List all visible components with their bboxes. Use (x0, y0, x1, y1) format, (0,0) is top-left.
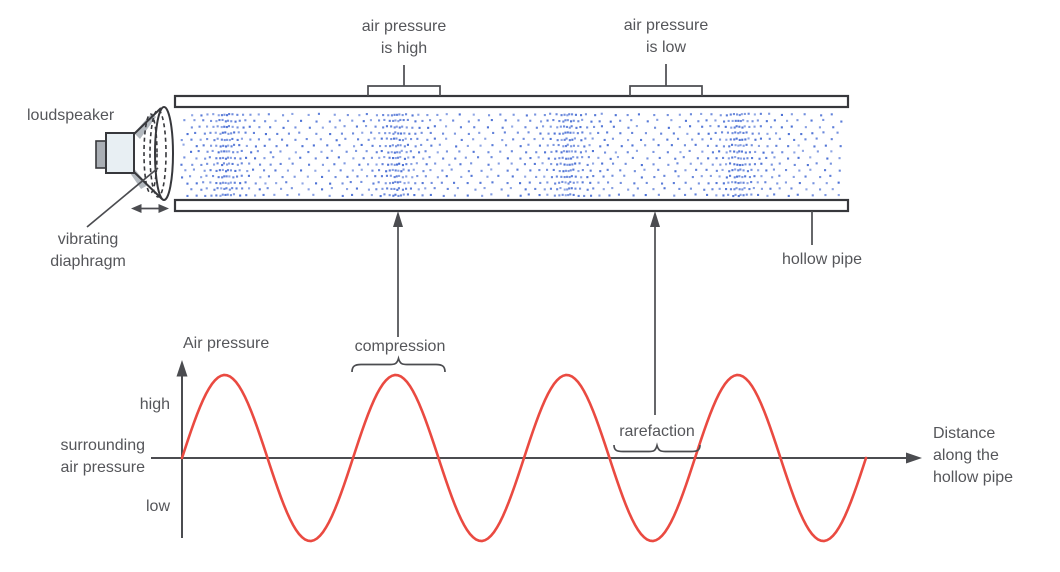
rarefaction-label: rarefaction (619, 423, 695, 440)
speaker-cone-top-edge (133, 107, 162, 135)
tick-label-low: low (146, 498, 170, 515)
compression-arrowhead (393, 211, 403, 227)
diaphragm-dashed-ellipse-2 (149, 109, 167, 198)
vibrating-diaphragm-label-line2: diaphragm (50, 253, 126, 270)
loudspeaker-label: loudspeaker (27, 107, 115, 124)
air-pressure-low-label-line1: air pressure (624, 17, 709, 34)
air-pressure-high-label-line2: is high (381, 40, 427, 57)
air-molecule-dots (180, 112, 843, 198)
rarefaction-brace (613, 442, 701, 453)
pressure-wave-curve (180, 373, 868, 543)
air-low-bracket (629, 64, 703, 96)
rarefaction-arrowhead (650, 211, 660, 227)
rarefaction-pointer-arrow (650, 211, 660, 415)
x-axis-title-line2: along the (933, 447, 999, 464)
vibration-arrow (131, 204, 169, 213)
speaker-cone-bottom-edge (133, 171, 163, 200)
hollow-pipe-label: hollow pipe (782, 251, 862, 268)
vibration-arrowhead-right (158, 204, 169, 213)
x-axis-title-line3: hollow pipe (933, 469, 1013, 486)
air-pressure-high-label-line1: air pressure (362, 18, 447, 35)
diaphragm-leader-line (86, 167, 159, 228)
speaker-cone-mouth (154, 106, 174, 201)
loudspeaker (95, 106, 174, 201)
pipe-top-wall (173, 94, 850, 109)
y-axis-title: Air pressure (183, 335, 269, 352)
speaker-magnet (95, 140, 107, 169)
compression-pointer-arrow (393, 211, 403, 337)
x-axis-arrowhead (906, 452, 922, 464)
pipe-bottom-wall (173, 198, 850, 213)
hollow-pipe (173, 94, 850, 213)
speaker-cone-wall-top (134, 113, 156, 139)
x-axis-title-line1: Distance (933, 425, 995, 442)
vibration-arrowhead-left (131, 204, 142, 213)
surrounding-pressure-label-line2: air pressure (61, 459, 146, 476)
pressure-graph: Air pressure high surrounding air pressu… (61, 335, 1013, 543)
air-high-bracket (367, 65, 441, 96)
tick-label-high: high (140, 396, 170, 413)
air-pressure-low-label-line2: is low (646, 39, 686, 56)
compression-brace (351, 355, 446, 373)
speaker-body (105, 132, 135, 174)
surrounding-pressure-label-line1: surrounding (61, 437, 146, 454)
y-axis-arrowhead (176, 360, 188, 377)
diaphragm-dashed-ellipse-1 (143, 113, 158, 194)
compression-label: compression (355, 338, 446, 355)
vibrating-diaphragm-label-line1: vibrating (58, 231, 118, 248)
